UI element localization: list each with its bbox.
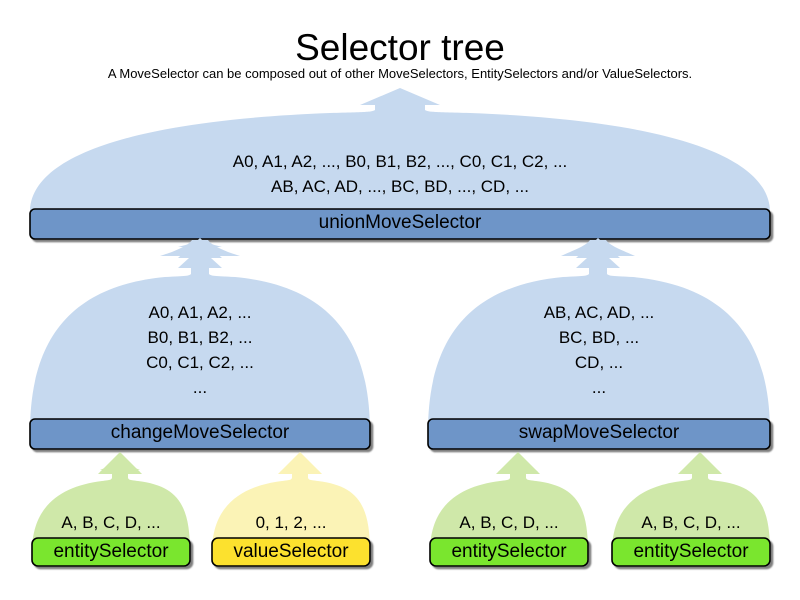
value-dome-arrow <box>212 454 370 552</box>
entity2-dome-arrow <box>430 454 588 552</box>
entity1-to-change-head <box>98 452 142 484</box>
entity3-to-swap-head <box>678 452 722 484</box>
entity-selector-1-label[interactable]: entitySelector <box>53 541 169 562</box>
value-selector-label[interactable]: valueSelector <box>233 541 349 562</box>
swap-move-selector-shape <box>427 238 771 450</box>
entity-selector-3-shape <box>611 452 771 567</box>
entity-selector-2-label[interactable]: entitySelector <box>451 541 567 562</box>
change-content-text: A0, A1, A2, ... B0, B1, B2, ... C0, C1, … <box>146 303 254 397</box>
entity3-content-text: A, B, C, D, ... <box>641 513 741 532</box>
entity-selector-3-label[interactable]: entitySelector <box>633 541 749 562</box>
entity-selector-1-shape <box>31 452 191 567</box>
value-selector-shape <box>211 452 371 567</box>
entity2-content-text: A, B, C, D, ... <box>459 513 559 532</box>
entity3-bar <box>611 537 771 567</box>
page-title: Selector tree <box>295 27 505 68</box>
change-to-union-head <box>178 238 222 268</box>
swap-bar <box>427 418 771 450</box>
page-subtitle: A MoveSelector can be composed out of ot… <box>107 66 693 81</box>
value-bar <box>211 537 371 567</box>
change-bar <box>29 418 371 450</box>
swap-dome-arrow <box>428 248 770 432</box>
change-move-selector-shape <box>29 238 371 450</box>
entity2-to-swap-head <box>496 452 540 484</box>
swap-content-text: AB, AC, AD, ... BC, BD, ... CD, ... ... <box>543 303 655 397</box>
union-dome-arrow <box>30 88 770 212</box>
entity1-dome-arrow <box>32 454 190 552</box>
union-move-selector-shape <box>29 88 771 240</box>
entity2-bar <box>429 537 589 567</box>
entity1-content-text: A, B, C, D, ... <box>61 513 161 532</box>
value-content-text: 0, 1, 2, ... <box>255 513 327 532</box>
change-dome-arrow <box>30 248 370 432</box>
entity1-bar <box>31 537 191 567</box>
value-to-change-head <box>278 452 322 484</box>
change-move-selector-label[interactable]: changeMoveSelector <box>110 422 290 443</box>
entity3-dome-arrow <box>612 454 770 552</box>
swap-to-union-head <box>576 238 620 268</box>
swap-move-selector-label[interactable]: swapMoveSelector <box>518 422 680 443</box>
union-content-text: A0, A1, A2, ..., B0, B1, B2, ..., C0, C1… <box>232 152 568 196</box>
union-bar <box>29 208 771 240</box>
union-move-selector-label[interactable]: unionMoveSelector <box>318 212 482 233</box>
entity-selector-2-shape <box>429 452 589 567</box>
